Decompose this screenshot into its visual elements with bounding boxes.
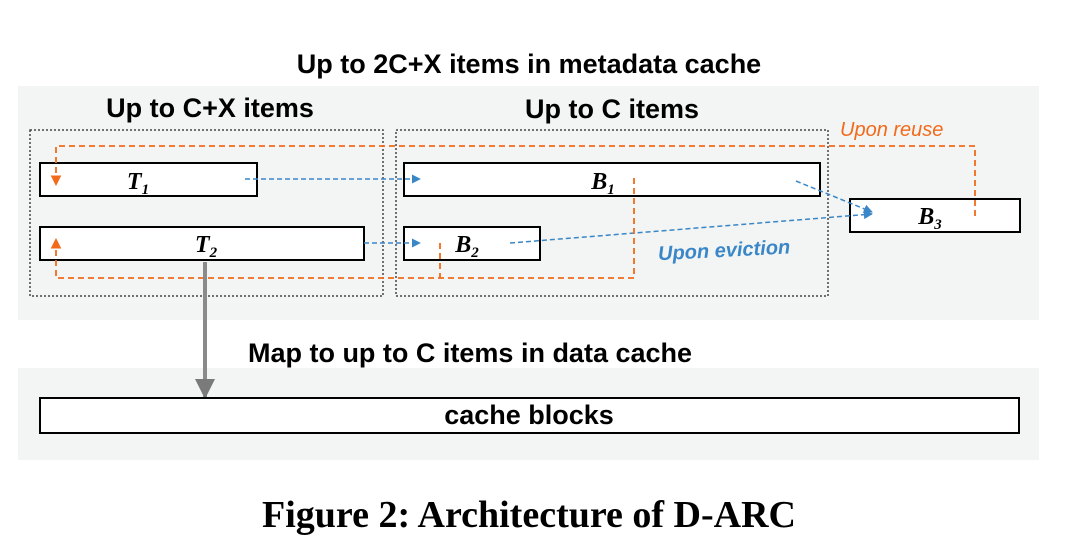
t1-label: T1 [127, 169, 149, 198]
upon-reuse-label: Upon reuse [840, 119, 943, 141]
b1-box [403, 162, 821, 197]
cache-blocks-label: cache blocks [444, 400, 614, 430]
data-cache-heading: Map to up to C items in data cache [248, 338, 692, 368]
figure-caption: Figure 2: Architecture of D-ARC [262, 494, 796, 536]
b3-label: B3 [917, 204, 942, 233]
b1-label: B1 [590, 169, 615, 198]
t-group-heading: Up to C+X items [106, 93, 314, 123]
b1-to-t2-reuse-path [50, 178, 635, 279]
b3-to-t1-reuse-path [50, 145, 976, 216]
b2-to-b3-eviction-arrow [509, 210, 873, 244]
cache-blocks-box [39, 397, 1020, 434]
t2-label: T2 [195, 232, 218, 261]
b-group-heading: Up to C items [525, 94, 699, 124]
b2-box [403, 226, 541, 261]
b1-to-b3-arrow [795, 180, 873, 214]
b3-box [849, 198, 1021, 233]
t-group-frame [29, 129, 384, 297]
metadata-cache-heading: Up to 2C+X items in metadata cache [297, 49, 761, 79]
b2-label: B2 [454, 232, 479, 261]
b-group-frame [395, 129, 829, 297]
